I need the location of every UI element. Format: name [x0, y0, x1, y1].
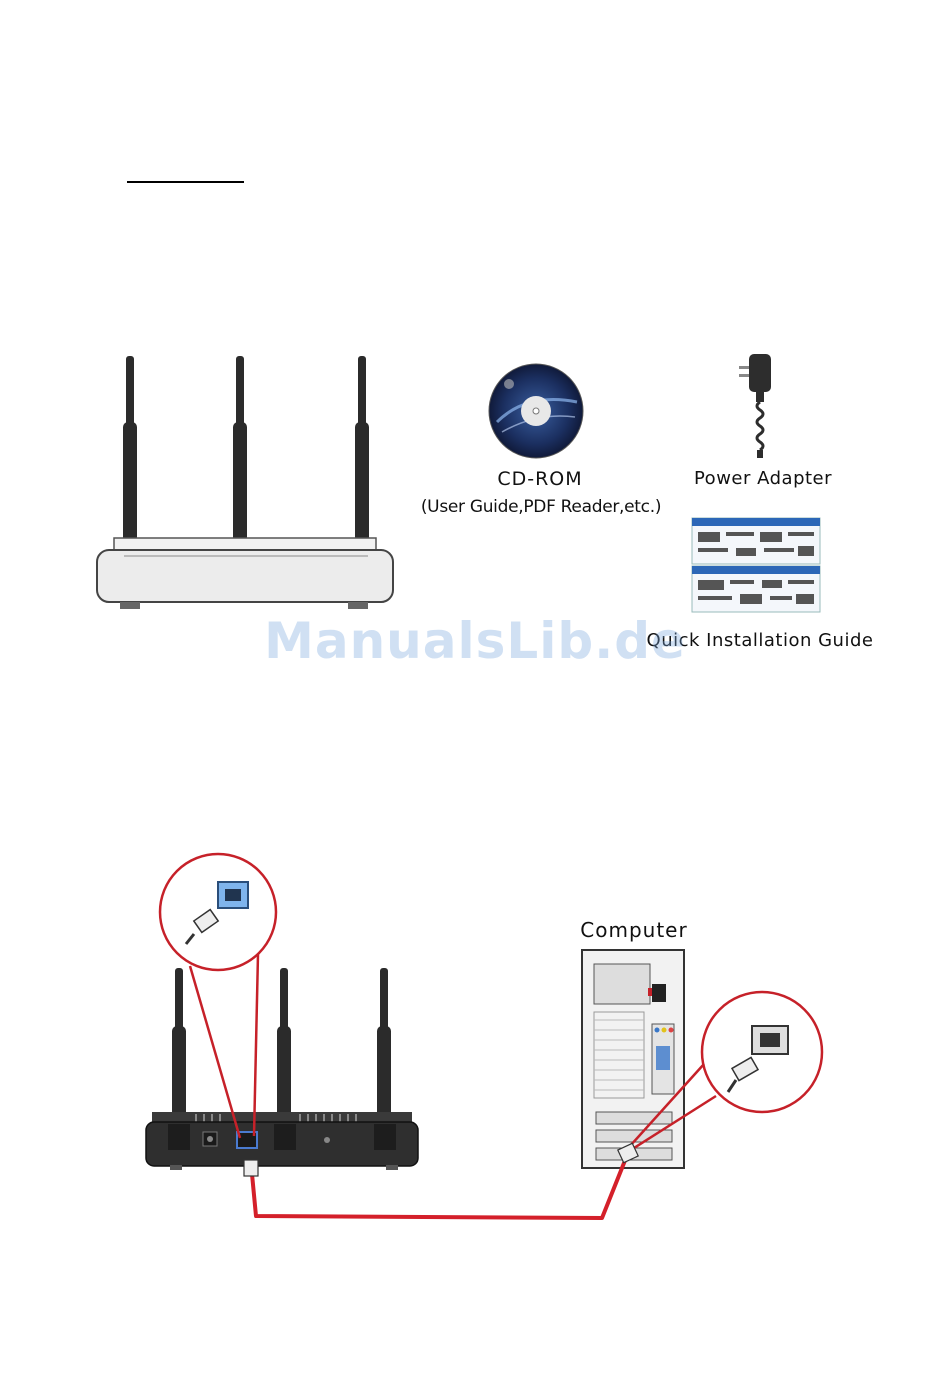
router-back-illustration — [146, 968, 418, 1170]
connection-diagram — [0, 840, 950, 1240]
cd-rom-label: CD-ROM — [440, 468, 640, 490]
cd-rom-sublabel: (User Guide,PDF Reader,etc.) — [412, 497, 670, 517]
quick-guide-illustration — [692, 518, 822, 613]
router-front-illustration — [90, 350, 400, 615]
power-adapter-illustration — [735, 352, 785, 462]
computer-illustration — [582, 950, 684, 1168]
power-adapter-label: Power Adapter — [688, 468, 838, 489]
cd-rom-illustration — [487, 362, 585, 460]
heading-underline — [127, 181, 244, 183]
watermark-text: ManualsLib.de — [260, 612, 690, 670]
ethernet-cable — [252, 1158, 626, 1218]
computer-label: Computer — [578, 918, 690, 942]
